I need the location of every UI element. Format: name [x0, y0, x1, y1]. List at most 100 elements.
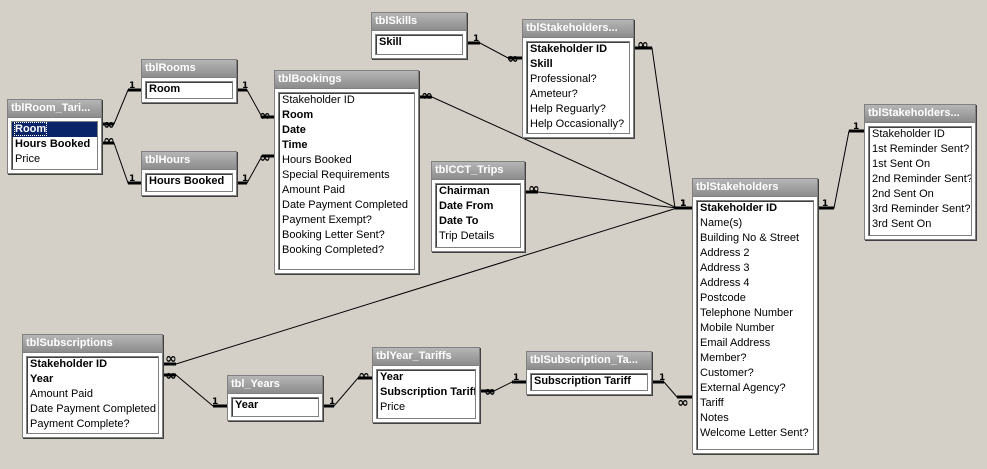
field-row[interactable]: Stakeholder ID — [527, 42, 629, 57]
field-row[interactable]: Year — [377, 370, 475, 385]
table-window-tblSubscription-tariffs[interactable]: tblSubscription_Ta... Subscription Tarif… — [526, 351, 652, 395]
field-row[interactable]: 3rd Sent On — [869, 217, 971, 232]
table-window-tblHours[interactable]: tblHours Hours Booked — [141, 151, 237, 196]
field-row[interactable]: Stakeholder ID — [27, 357, 158, 372]
table-title[interactable]: tblBookings — [275, 71, 418, 89]
field-row[interactable]: Tariff — [697, 396, 813, 411]
field-row[interactable]: Help Occasionally? — [527, 117, 629, 132]
field-row[interactable]: Payment Complete? — [27, 417, 158, 432]
field-row[interactable]: Chairman — [436, 184, 520, 199]
field-row[interactable]: Year — [232, 398, 318, 413]
field-row[interactable]: Date Payment Completed — [279, 198, 414, 213]
field-row[interactable]: Address 2 — [697, 246, 813, 261]
table-title[interactable]: tblStakeholders — [693, 179, 817, 197]
field-row[interactable]: Date Payment Completed — [27, 402, 158, 417]
field-row[interactable]: Payment Exempt? — [279, 213, 414, 228]
field-row[interactable]: Skill — [527, 57, 629, 72]
field-row[interactable]: Postcode — [697, 291, 813, 306]
relationship-line-tblStakeholders-tblSubscriptions[interactable] — [161, 207, 692, 365]
field-list[interactable]: Year — [231, 397, 319, 417]
table-title[interactable]: tblHours — [142, 152, 236, 170]
relationship-line-tblStakeholders-tblStakeholdersSkills[interactable] — [632, 47, 692, 209]
field-row[interactable]: Welcome Letter Sent? — [697, 426, 813, 441]
field-row[interactable]: Notes — [697, 411, 813, 426]
field-row[interactable]: Address 3 — [697, 261, 813, 276]
field-row[interactable]: Hours Booked — [279, 153, 414, 168]
field-row[interactable]: Hours Booked — [146, 174, 232, 189]
field-row[interactable]: Date From — [436, 199, 520, 214]
field-row[interactable]: Hours Booked — [12, 137, 97, 152]
field-row[interactable]: Amount Paid — [279, 183, 414, 198]
field-row[interactable]: Date To — [436, 214, 520, 229]
field-row[interactable]: Professional? — [527, 72, 629, 87]
table-title[interactable]: tblYear_Tariffs — [373, 348, 479, 366]
table-title[interactable]: tblRoom_Tari... — [8, 100, 101, 118]
field-row[interactable]: Booking Letter Sent? — [279, 228, 414, 243]
table-title[interactable]: tblRooms — [142, 60, 236, 78]
field-row[interactable]: Trip Details — [436, 229, 520, 244]
field-row[interactable]: 2nd Reminder Sent? — [869, 172, 971, 187]
field-row[interactable]: Special Requirements — [279, 168, 414, 183]
table-title[interactable]: tbl_Years — [228, 376, 322, 394]
field-list[interactable]: Subscription Tariff — [530, 373, 648, 391]
field-row[interactable]: Room — [146, 82, 232, 97]
table-title[interactable]: tblStakeholders... — [523, 20, 633, 38]
field-list[interactable]: Room — [145, 81, 233, 99]
field-row[interactable]: Booking Completed? — [279, 243, 414, 258]
table-window-tblRooms[interactable]: tblRooms Room — [141, 59, 237, 103]
field-row[interactable]: Ameteur? — [527, 87, 629, 102]
field-row[interactable]: Time — [279, 138, 414, 153]
field-row[interactable]: Stakeholder ID — [869, 127, 971, 142]
field-row[interactable]: Address 4 — [697, 276, 813, 291]
field-list[interactable]: Hours Booked — [145, 173, 233, 192]
table-title[interactable]: tblCCT_Trips — [432, 162, 524, 180]
field-row[interactable]: Year — [27, 372, 158, 387]
field-row[interactable]: External Agency? — [697, 381, 813, 396]
field-row[interactable]: 1st Reminder Sent? — [869, 142, 971, 157]
field-row[interactable]: Telephone Number — [697, 306, 813, 321]
relationship-line-tblStakeholders-tblCCTTrips[interactable] — [523, 191, 692, 209]
field-row[interactable]: Skill — [376, 35, 462, 50]
field-row[interactable]: Customer? — [697, 366, 813, 381]
field-row[interactable]: Email Address — [697, 336, 813, 351]
field-row[interactable]: 1st Sent On — [869, 157, 971, 172]
field-row[interactable]: 3rd Reminder Sent? — [869, 202, 971, 217]
table-title[interactable]: tblSubscription_Ta... — [527, 352, 651, 370]
field-row[interactable]: Mobile Number — [697, 321, 813, 336]
field-row[interactable]: Member? — [697, 351, 813, 366]
relationship-line-tblStakeholders-tblStakeholdersReminders[interactable] — [816, 130, 864, 209]
table-window-tbl-years[interactable]: tbl_Years Year — [227, 375, 323, 421]
table-title[interactable]: tblStakeholders... — [865, 105, 975, 123]
field-row[interactable]: 2nd Sent On — [869, 187, 971, 202]
field-row[interactable]: Stakeholder ID — [279, 93, 414, 108]
table-title[interactable]: tblSubscriptions — [23, 335, 162, 353]
field-row[interactable]: Amount Paid — [27, 387, 158, 402]
field-row[interactable]: Price — [377, 400, 475, 415]
table-title[interactable]: tblSkills — [372, 13, 466, 31]
field-row[interactable]: Subscription Tariff — [377, 385, 475, 400]
field-row[interactable]: Date — [279, 123, 414, 138]
field-list[interactable]: Skill — [375, 34, 463, 55]
field-row[interactable]: Room — [279, 108, 414, 123]
field-row[interactable]: Subscription Tariff — [531, 374, 647, 389]
field-row[interactable]: Name(s) — [697, 216, 813, 231]
field-row[interactable]: Room — [12, 122, 97, 137]
field-row[interactable]: Price — [12, 152, 97, 167]
table-window-tblSkills[interactable]: tblSkills Skill — [371, 12, 467, 59]
field-row[interactable]: Building No & Street — [697, 231, 813, 246]
field-row[interactable]: Help Reguarly? — [527, 102, 629, 117]
